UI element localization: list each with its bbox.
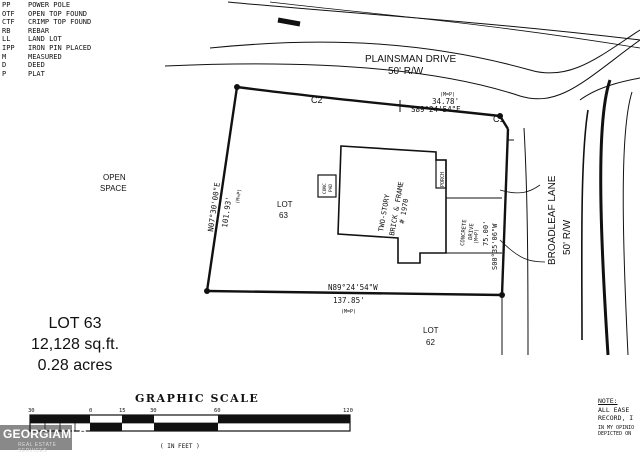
west-source: (M=P) (235, 189, 243, 205)
east-distance: 75.00' (482, 221, 490, 246)
note-line-2: RECORD, I (598, 414, 634, 422)
drive-label-1: CONCRETE (460, 219, 468, 246)
pad-label-1: CONC (322, 183, 328, 194)
legend-abbr: M (2, 52, 7, 61)
legend-meaning: CRIMP TOP FOUND (28, 18, 92, 27)
legend-abbr: LL (2, 35, 11, 44)
porch (435, 159, 447, 189)
plainsman-drive-row: 50' R/W (388, 66, 424, 77)
open-space-label-1: OPEN (103, 173, 126, 182)
conc-pad (317, 174, 337, 198)
north-distance: 34.78' (432, 97, 459, 106)
lot-number: LOT 63 (48, 315, 102, 332)
lot-summary: LOT 63 12,128 sq.ft. 0.28 acres (10, 313, 140, 376)
legend-row: RB REBAR (2, 27, 91, 36)
scale-tick-0: 30 (28, 408, 35, 414)
watermark-sub: REAL ESTATE SERVICES (18, 442, 57, 454)
legend-abbr: D (2, 61, 7, 70)
legend-row: M MEASURED (2, 53, 91, 62)
legend-abbr: OTF (2, 9, 15, 18)
top-road-edge (227, 1, 640, 49)
scale-unit: ( IN FEET ) (160, 443, 200, 450)
lot-62-label-1: LOT (423, 326, 439, 335)
scale-tick-1: 0 (89, 408, 92, 414)
legend-meaning: MEASURED (28, 52, 62, 61)
note-line-3: IN MY OPINIO (598, 424, 635, 431)
north-bearing: S89°24'54"E (411, 105, 461, 114)
legend-abbr: IPP (2, 43, 15, 52)
legend-row: IPP IRON PIN PLACED (2, 44, 91, 53)
curve-c1-label: C1 (493, 114, 505, 124)
porch-label: PORCH (440, 172, 446, 187)
lot-63-label-2: 63 (279, 211, 288, 220)
east-bearing: S00°35'06"W (491, 223, 499, 270)
legend-row: PP POWER POLE (2, 1, 91, 10)
east-source: (M=P) (474, 229, 480, 244)
legend-row: OTF OPEN TOP FOUND (2, 10, 91, 19)
broadleaf-lane-name: BROADLEAF LANE (547, 175, 558, 265)
legend-row: LL LAND LOT (2, 35, 91, 44)
legend-abbr: RB (2, 26, 11, 35)
legend-meaning: OPEN TOP FOUND (28, 9, 88, 18)
mls-watermark: GEORGIAMLS REAL ESTATE SERVICES (0, 425, 87, 454)
note-line-1: ALL EASE (598, 405, 630, 414)
west-distance: 101.93' (220, 196, 233, 229)
lot-area-sqft: 12,128 sq.ft. (30, 336, 120, 353)
scale-tick-4: 60 (214, 408, 221, 414)
lot-63-label-1: LOT (277, 200, 293, 209)
lot-area-acres: 0.28 acres (37, 357, 113, 374)
scale-tick-5: 120 (343, 408, 353, 414)
scale-tick-3: 30 (150, 408, 157, 414)
north-source: (M=P) (440, 92, 455, 98)
legend-abbr: P (2, 69, 7, 78)
legend-row: D DEED (2, 61, 91, 70)
drive-label-2: DRIVE (468, 223, 475, 240)
pad-label-2: PAD (328, 184, 334, 192)
note-heading: NOTE: (598, 397, 618, 405)
open-space-label-2: SPACE (100, 184, 127, 193)
legend-abbr: CTF (2, 18, 15, 27)
survey-note: NOTE: ALL EASE RECORD, I IN MY OPINIO DE… (598, 397, 634, 437)
plainsman-drive-name: PLAINSMAN DRIVE (365, 54, 456, 65)
concrete-drive (446, 197, 502, 254)
legend-row: P PLAT (2, 70, 91, 79)
south-bearing: N89°24'54"W (328, 283, 378, 292)
scale-tick-2: 15 (119, 408, 126, 414)
graphic-scale-bar (29, 414, 351, 432)
watermark-brand: GEORGIAMLS (3, 427, 88, 441)
lot-63-boundary (205, 85, 510, 297)
legend-meaning: DEED (28, 61, 45, 70)
abbreviation-legend: PP POWER POLE OTF OPEN TOP FOUND CTF CRIMP TO… (2, 1, 91, 78)
note-line-4: DEPICTED ON (598, 430, 632, 437)
lot-62-label-2: 62 (426, 338, 435, 347)
legend-meaning: REBAR (28, 26, 50, 35)
legend-meaning: POWER POLE (28, 1, 71, 9)
legend-abbr: PP (2, 1, 11, 9)
house-footprint (337, 145, 447, 264)
broadleaf-lane-row: 50' R/W (562, 219, 573, 255)
plainsman-drive-edges (164, 29, 640, 100)
broadleaf-lane-edges (499, 77, 640, 356)
boundary-ticks (399, 100, 514, 141)
curve-c2-label: C2 (311, 95, 323, 105)
lot-corner-pins (204, 84, 505, 298)
legend-meaning: IRON PIN PLACED (28, 43, 92, 52)
south-source: (M=P) (341, 309, 356, 315)
graphic-scale-title: GRAPHIC SCALE (135, 392, 260, 405)
legend-meaning: PLAT (28, 69, 45, 78)
legend-row: CTF CRIMP TOP FOUND (2, 18, 91, 27)
south-distance: 137.85' (333, 296, 365, 305)
legend-meaning: LAND LOT (28, 35, 62, 44)
